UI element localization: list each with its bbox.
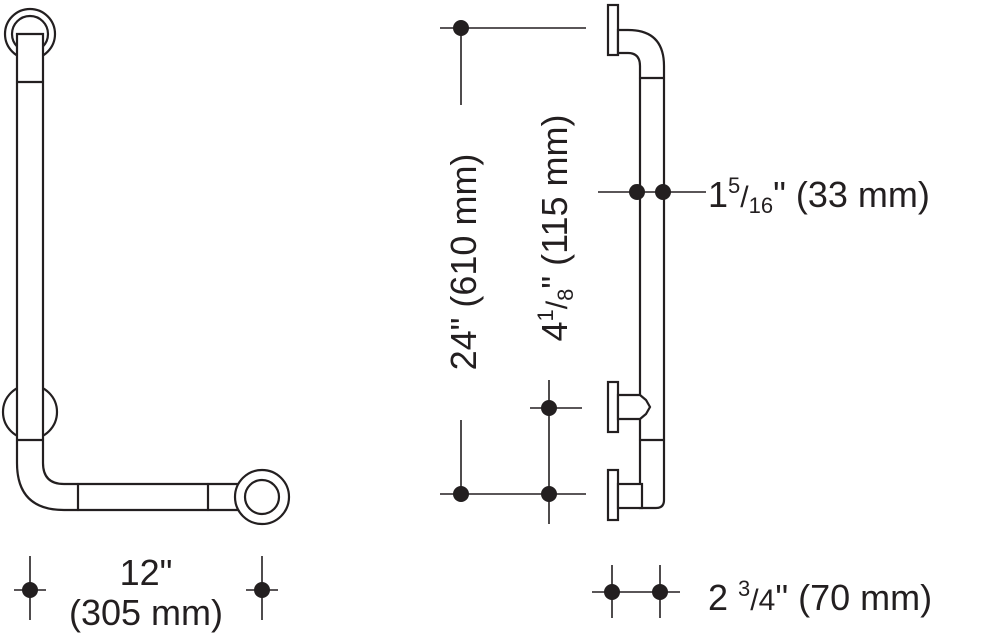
bottom-bracket-plate [606, 468, 620, 522]
front-view: 12" (305 mm) [1, 7, 291, 633]
height-dimension [440, 20, 586, 502]
l-shaped-tube [15, 32, 270, 512]
projection-label: 2 3/4" (70 mm) [708, 576, 932, 618]
projection-dimension [592, 565, 680, 618]
width-dimension-markers [14, 556, 278, 620]
tube-diameter-dimension [598, 184, 706, 200]
side-view: 24" (610 mm) 41/8" (115 mm) 15/16" (33 m… [440, 3, 932, 618]
width-label-metric: (305 mm) [69, 592, 223, 633]
middle-bracket-plate [606, 380, 620, 434]
side-tube [616, 28, 666, 510]
bracket-spacing-label: 41/8" (115 mm) [533, 114, 578, 341]
tube-diameter-label: 15/16" (33 mm) [708, 173, 930, 218]
height-label: 24" (610 mm) [443, 154, 484, 371]
bracket-spacing-dimension [530, 380, 582, 524]
width-label-imperial: 12" [120, 552, 173, 593]
end-flange [233, 468, 291, 526]
